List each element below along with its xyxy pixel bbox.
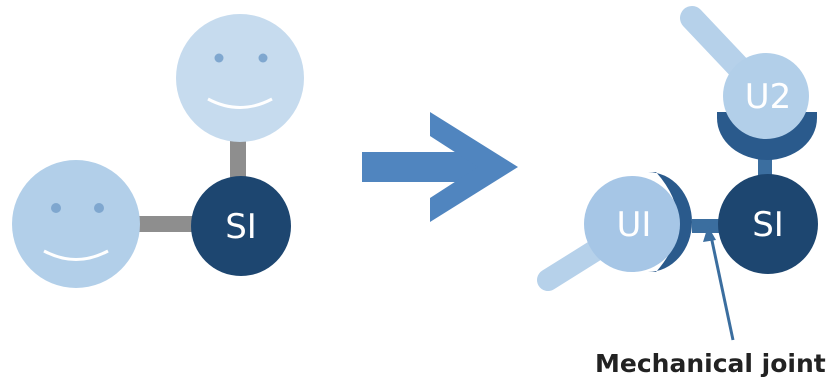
user1-label: UI [617,205,652,245]
before-group: SI [12,14,304,288]
smiley-face-icon-top [176,14,304,142]
joint-cup-left [648,172,692,272]
smiley-face-icon-left [12,160,140,288]
user2-label: U2 [745,77,792,117]
system-node-right: SI [718,174,818,274]
user2-node: U2 [723,53,809,139]
after-group: U2 UI SI Mechanical joint [537,6,826,378]
system-node-left: SI [191,176,291,276]
joint-caption: Mechanical joint [595,349,826,378]
joint-pointer-arrow [703,226,735,341]
system-label-right: SI [752,205,784,245]
user1-node: UI [584,176,680,272]
connector-horizontal [132,216,198,232]
right-arrow-icon [362,112,518,222]
system-label-left: SI [225,207,257,247]
